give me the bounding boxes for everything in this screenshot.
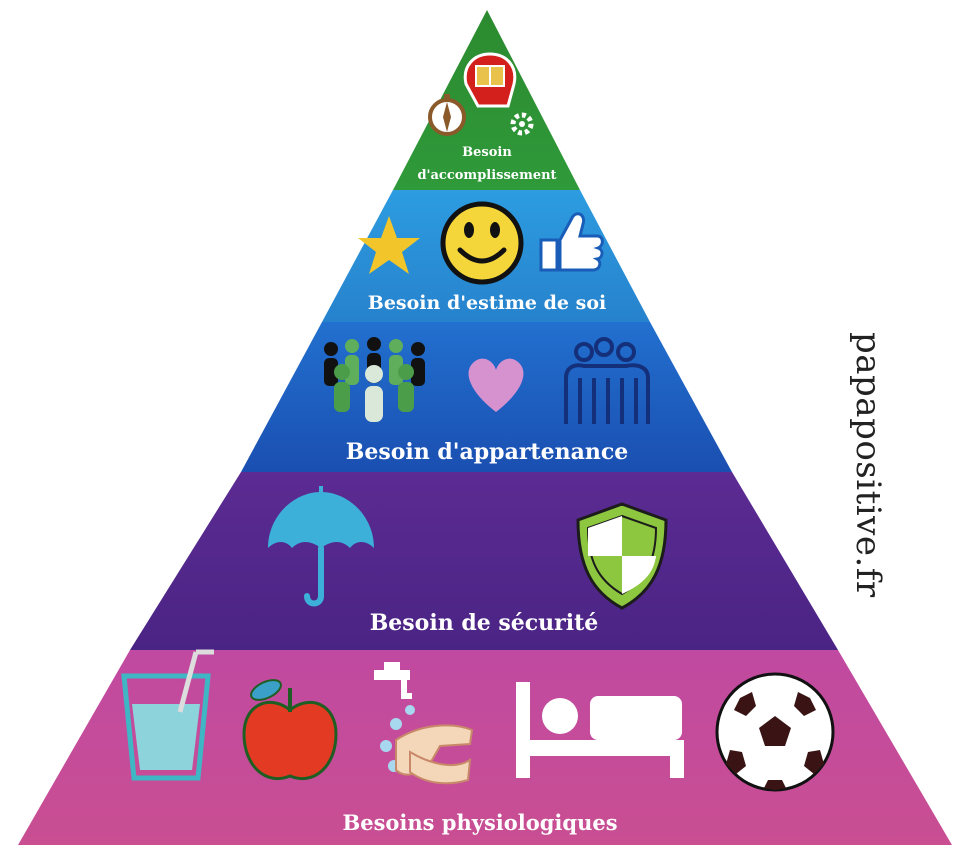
star-icon	[358, 216, 420, 274]
bed-icon	[516, 682, 684, 778]
level-1-label-line1: Besoin	[462, 145, 512, 160]
level-1-label-line2: d'accomplissement	[417, 168, 556, 183]
soccer-ball-icon	[715, 672, 835, 792]
apple-icon	[242, 679, 338, 781]
crowd-icon	[324, 337, 425, 422]
glass-of-water-icon	[121, 649, 214, 781]
tier-physiologiques	[18, 650, 952, 845]
level-2-label: Besoin d'estime de soi	[368, 292, 606, 314]
watermark-text: papapositive.fr	[848, 332, 888, 598]
level-3-label: Besoin d'appartenance	[346, 439, 628, 465]
smiley-icon	[440, 201, 524, 285]
umbrella-icon	[268, 486, 374, 607]
level-5-label: Besoins physiologiques	[342, 810, 617, 835]
heart-icon	[468, 358, 524, 412]
brain-book-icon	[463, 52, 517, 108]
compass-icon	[428, 94, 466, 136]
hand-washing-icon	[374, 662, 474, 785]
shield-icon	[576, 502, 668, 610]
level-4-label: Besoin de sécurité	[370, 610, 599, 636]
thumbs-up-icon	[539, 212, 604, 272]
gear-icon	[510, 112, 534, 136]
group-icon	[564, 337, 650, 424]
